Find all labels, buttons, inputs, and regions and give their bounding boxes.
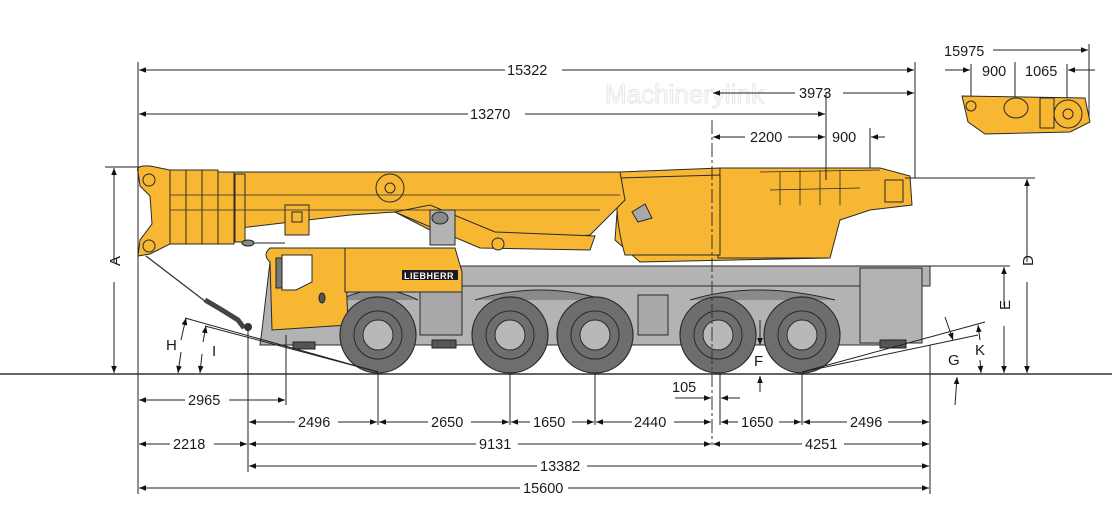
counterweight-inset: 15975 900 1065: [944, 44, 1095, 135]
dim-105: 105: [672, 380, 696, 396]
dim-9131: 9131: [479, 437, 511, 453]
angle-lines: [184, 317, 986, 373]
wheel-2: [471, 296, 549, 374]
dim-13270: 13270: [470, 107, 510, 123]
watermark-text: Machinerylink: [605, 79, 765, 109]
wheel-3: [556, 296, 634, 374]
dim-15600: 15600: [523, 481, 563, 497]
brand-logo-text: LIEBHERR: [404, 271, 454, 281]
dim-1650-b: 1650: [741, 415, 773, 431]
label-A: A: [107, 256, 124, 266]
wheel-4: [679, 296, 757, 374]
dim-13382: 13382: [540, 459, 580, 475]
dim-15975: 15975: [944, 44, 984, 60]
dim-2496-rear: 2496: [850, 415, 882, 431]
wheel-5: [763, 296, 841, 374]
label-G: G: [948, 352, 960, 369]
dim-inset-900: 900: [982, 64, 1006, 80]
dim-15322: 15322: [507, 63, 547, 79]
dim-2496-front: 2496: [298, 415, 330, 431]
label-F: F: [754, 353, 763, 370]
dim-4251: 4251: [805, 437, 837, 453]
dim-1650-a: 1650: [533, 415, 565, 431]
dim-2965: 2965: [188, 393, 220, 409]
wheel-1: [339, 296, 417, 374]
label-K: K: [975, 342, 985, 359]
bottom-dimensions: 2965 105 2496 2650 1650 2440 1650 2496 2…: [139, 380, 929, 497]
dim-2440: 2440: [634, 415, 666, 431]
label-H: H: [166, 337, 177, 354]
dim-3973: 3973: [799, 86, 831, 102]
crane-illustration: LIEBHERR: [137, 165, 931, 374]
dim-900: 900: [832, 130, 856, 146]
dim-2200: 2200: [750, 130, 782, 146]
height-dimensions: A D E F G K H I: [107, 168, 1037, 406]
reference-lines: [105, 62, 1035, 494]
dim-2650: 2650: [431, 415, 463, 431]
label-E: E: [997, 300, 1014, 310]
label-D: D: [1020, 255, 1037, 266]
dim-2218: 2218: [173, 437, 205, 453]
dim-inset-1065: 1065: [1025, 64, 1057, 80]
label-I: I: [212, 343, 216, 360]
top-dimensions: 15322 13270 3973 2200 900: [139, 63, 914, 146]
